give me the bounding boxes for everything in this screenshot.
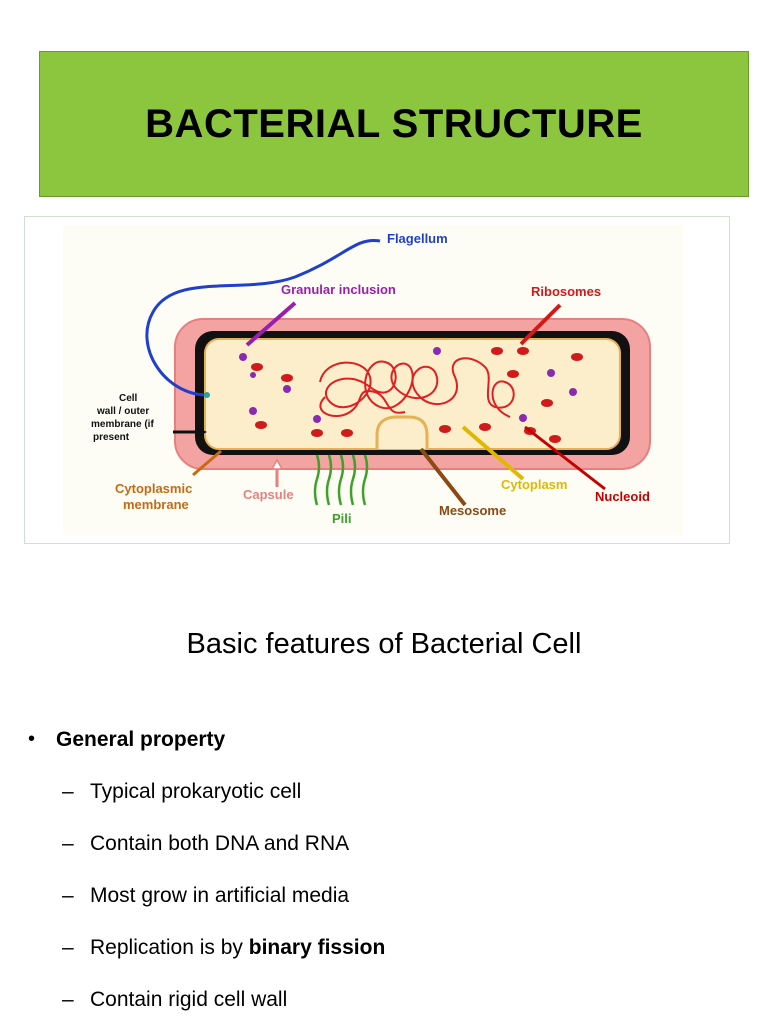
list-item: – Contain rigid cell wall xyxy=(62,988,287,1012)
dash-marker: – xyxy=(62,988,74,1011)
label-granular-inclusion: Granular inclusion xyxy=(281,282,396,297)
bullet-list: • General property xyxy=(28,728,225,752)
bullet-heading: General property xyxy=(56,728,226,751)
cellwall-arrowhead xyxy=(197,427,207,437)
granular-pointer xyxy=(245,301,297,347)
list-item: – Typical prokaryotic cell xyxy=(62,780,301,804)
list-item-text: Contain rigid cell wall xyxy=(90,988,288,1011)
list-item-prefix: Replication is by xyxy=(90,936,249,959)
cytoplasm-pointer xyxy=(461,425,525,481)
label-cellwall-1: Cell xyxy=(119,393,138,404)
list-item: – Contain both DNA and RNA xyxy=(62,832,349,856)
list-item-bold: binary fission xyxy=(248,936,386,959)
dash-marker: – xyxy=(62,780,74,803)
label-cytoplasmic-2: membrane xyxy=(123,497,189,512)
list-item: – Replication is by binary fission xyxy=(62,936,385,960)
label-cellwall-3: membrane (if xyxy=(91,419,154,430)
ribosome-dots xyxy=(251,347,583,443)
label-cellwall-2: wall / outer xyxy=(96,406,149,417)
list-item-text: Contain both DNA and RNA xyxy=(90,832,350,855)
dash-marker: – xyxy=(62,884,74,907)
flagellum-shape xyxy=(145,238,381,397)
label-nucleoid: Nucleoid xyxy=(595,489,650,504)
label-ribosomes: Ribosomes xyxy=(531,284,601,299)
list-item-text: Most grow in artificial media xyxy=(90,884,350,907)
list-item: – Most grow in artificial media xyxy=(62,884,349,908)
ribosomes-pointer xyxy=(519,303,562,346)
nucleoid-dna xyxy=(319,357,515,418)
diagram-svg: Flagellum Granular inclusion Ribosomes C… xyxy=(63,225,683,535)
dash-marker: – xyxy=(62,832,74,855)
title-banner: BACTERIAL STRUCTURE xyxy=(39,51,749,197)
bullet-general-property: • General property xyxy=(28,728,225,752)
nucleoid-pointer xyxy=(524,425,606,491)
basal-body xyxy=(204,392,210,398)
list-item-text: Typical prokaryotic cell xyxy=(90,780,302,803)
section-subtitle: Basic features of Bacterial Cell xyxy=(186,628,582,660)
cytoplasmic-pointer xyxy=(192,449,222,477)
label-cellwall-4: present xyxy=(93,432,130,443)
granular-inclusions xyxy=(239,347,577,423)
dash-marker: – xyxy=(62,936,74,959)
capsule-arrowhead xyxy=(270,458,284,470)
label-mesosome: Mesosome xyxy=(439,503,506,518)
mesosome-pointer xyxy=(419,447,467,507)
bacterial-cell-diagram: Flagellum Granular inclusion Ribosomes C… xyxy=(24,216,730,544)
label-cytoplasmic-1: Cytoplasmic xyxy=(115,481,192,496)
pili-shapes xyxy=(313,454,369,506)
list-item-text: Replication is by binary fission xyxy=(90,936,385,960)
label-cytoplasm: Cytoplasm xyxy=(501,477,567,492)
bullet-marker: • xyxy=(28,728,36,750)
label-flagellum: Flagellum xyxy=(387,231,448,246)
page-title: BACTERIAL STRUCTURE xyxy=(145,101,643,146)
label-capsule: Capsule xyxy=(243,487,294,502)
label-pili: Pili xyxy=(332,511,352,526)
mesosome-shape xyxy=(375,415,429,449)
